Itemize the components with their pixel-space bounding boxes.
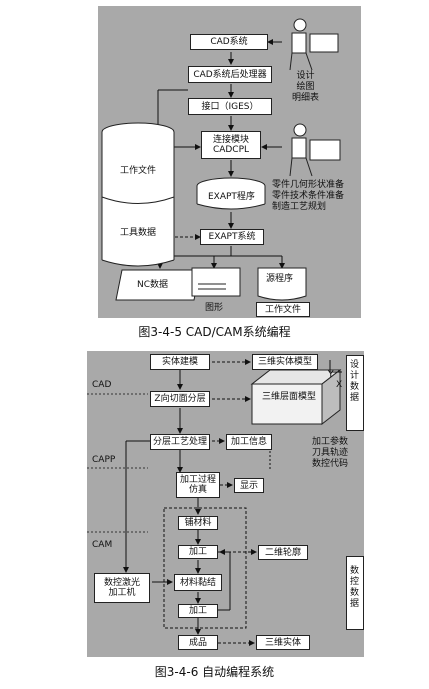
axis-x-label: X [336, 380, 343, 390]
cad-post-processor-box: CAD系统后处理器 [188, 66, 272, 83]
graphics-label: 图形 [205, 303, 224, 313]
axis-y-label: Y [328, 370, 334, 380]
exapt-program-label: EXAPT程序 [208, 192, 255, 202]
layer-model-3d-icon [250, 368, 342, 426]
layer-3d-label: 三维层面模型 [262, 392, 317, 402]
capp-side-label: CAPP [92, 455, 116, 465]
work-file-output-box: 工作文件 [256, 302, 310, 317]
tool-data-label: 工具数据 [120, 228, 157, 238]
cad-system-box: CAD系统 [190, 34, 268, 50]
z-slicing-box: Z向切面分层 [150, 391, 210, 407]
nc-data-note [346, 556, 364, 630]
layer-process-box: 分层工艺处理 [150, 434, 210, 450]
solid-modeling-box: 实体建模 [150, 354, 210, 370]
iges-interface-box: 接口（IGES） [188, 98, 272, 115]
designer-figure-icon [289, 18, 339, 71]
nc-data-label: NC数据 [137, 280, 169, 290]
lay-material-box: 铺材料 [178, 516, 218, 530]
cad-side-label: CAD [92, 380, 112, 390]
finished-product-box: 成品 [178, 635, 218, 650]
design-data-note [346, 355, 364, 431]
work-files-label: 工作文件 [120, 166, 157, 176]
process-sim-box: 加工过程 仿真 [176, 472, 220, 498]
display-box: 显示 [234, 478, 264, 493]
operator-note: 零件几何形状准备 零件技术条件准备 制造工艺规划 [272, 180, 345, 212]
operator-figure-icon [289, 123, 341, 177]
solid-model-3d-box: 三维实体模型 [252, 354, 318, 370]
contour-2d-box: 二维轮廓 [258, 545, 308, 560]
figure1-caption: 图3-4-5 CAD/CAM系统编程 [138, 325, 291, 339]
design-data-text: 设计数据 [350, 360, 360, 403]
source-program-label: 源程序 [266, 274, 294, 284]
laser-machine-box: 数控激光 加工机 [94, 573, 150, 603]
solid-3d-box: 三维实体 [256, 635, 310, 650]
params-note: 加工参数 刀具轨迹 数控代码 [312, 437, 349, 469]
machining1-box: 加工 [178, 545, 218, 559]
machining2-box: 加工 [178, 604, 218, 618]
designer-note: 设计 绘图 明细表 [292, 71, 320, 103]
processing-info-box: 加工信息 [226, 434, 272, 450]
cadcpl-connector-box: 连接模块 CADCPL [201, 131, 261, 159]
bonding-box: 材料黏结 [174, 574, 222, 591]
cam-side-label: CAM [92, 540, 113, 550]
exapt-system-box: EXAPT系统 [200, 229, 264, 245]
nc-data-text: 数控数据 [350, 566, 360, 609]
figure2-caption: 图3-4-6 自动编程系统 [154, 665, 275, 679]
